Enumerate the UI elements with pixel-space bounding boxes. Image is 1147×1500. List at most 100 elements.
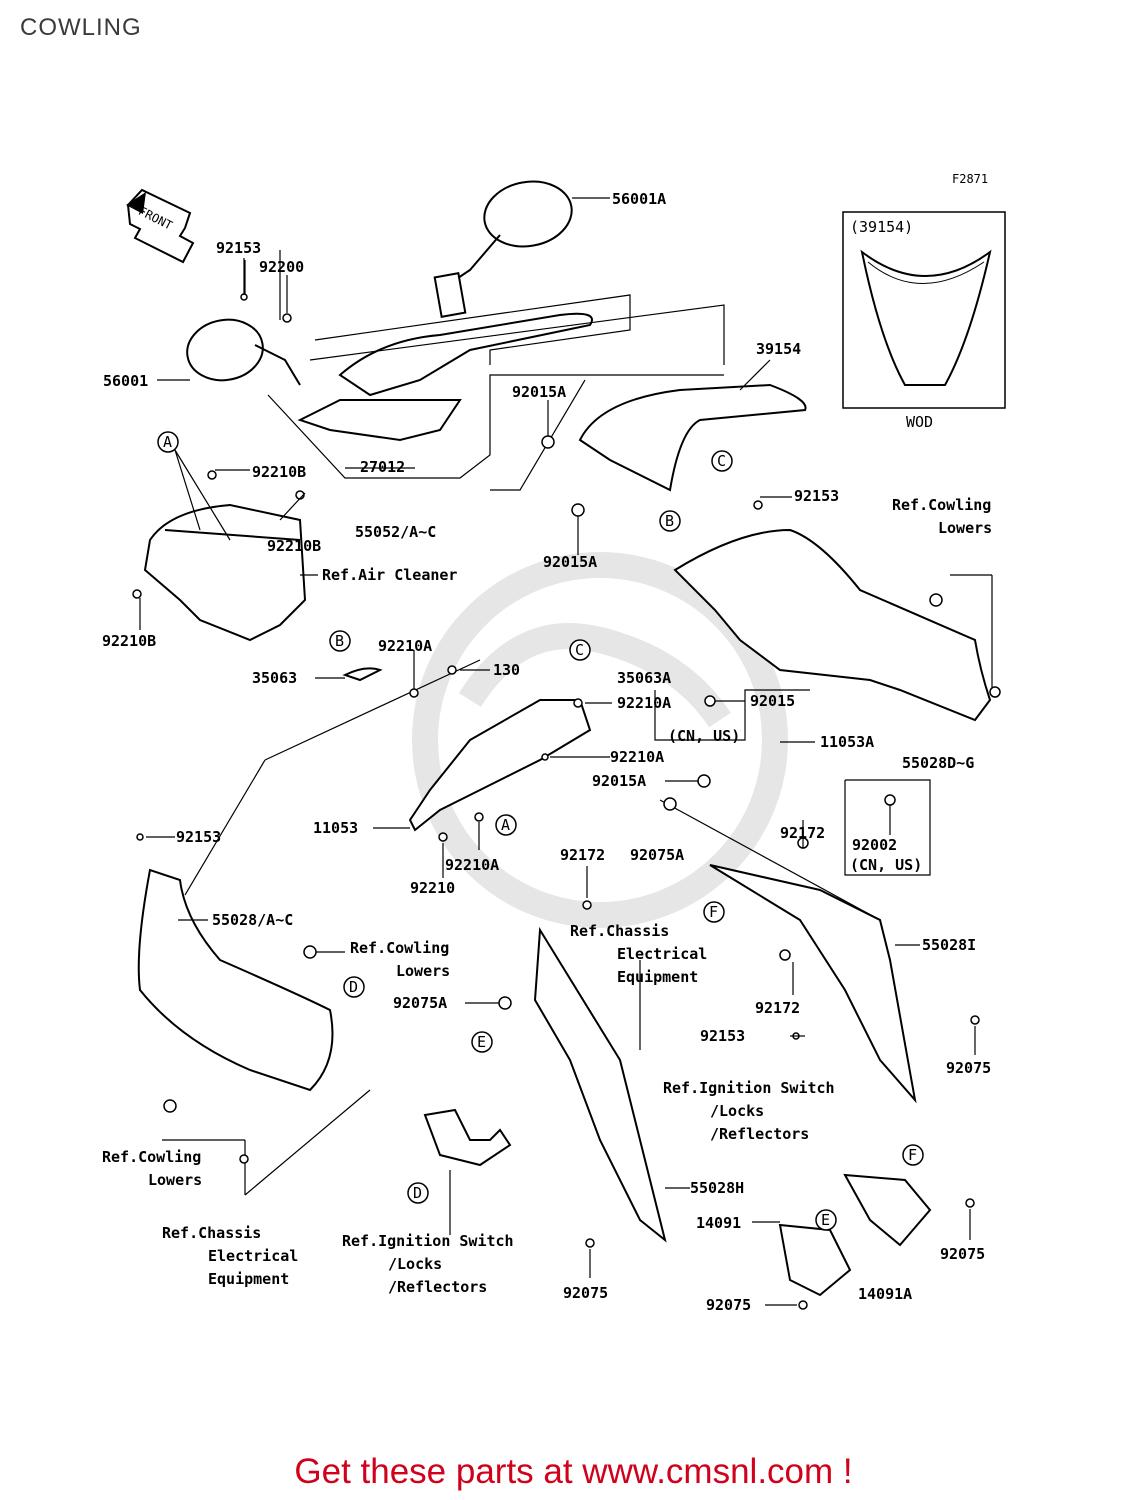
air-cleaner-cover-shape <box>143 449 307 642</box>
page-title: COWLING <box>20 14 142 41</box>
label-92172-c: 92172 <box>755 999 800 1017</box>
note-ref-cowling-lowers-1: Ref.Cowling <box>892 496 991 514</box>
callout-a-2 <box>495 814 517 836</box>
label-92210: 92210 <box>410 879 455 897</box>
label-92002: 92002 <box>852 836 897 854</box>
label-92210b-b: 92210B <box>267 537 321 555</box>
label-92015a-b: 92015A <box>543 553 597 571</box>
svg-text:C: C <box>575 641 584 659</box>
label-92210a-c: 92210A <box>610 748 664 766</box>
callout-a-1 <box>157 431 179 453</box>
svg-text:Lowers: Lowers <box>396 962 450 980</box>
label-92210a-d: 92210A <box>445 856 499 874</box>
label-56001a: 56001A <box>612 190 666 208</box>
svg-text:/Reflectors: /Reflectors <box>388 1278 487 1296</box>
mirror-right-shape <box>433 180 610 318</box>
label-92210a-a: 92210A <box>378 637 432 655</box>
label-92153-a: 92153 <box>216 239 261 257</box>
label-92210b-a: 92210B <box>252 463 306 481</box>
svg-text:B: B <box>335 632 344 650</box>
ignition-bracket-shape <box>423 1108 512 1167</box>
leader-lines <box>244 250 725 491</box>
label-92075-c: 92075 <box>940 1245 985 1263</box>
note-ref-air-cleaner: Ref.Air Cleaner <box>322 566 457 584</box>
label-55028h: 55028H <box>690 1179 744 1197</box>
svg-text:D: D <box>349 978 358 996</box>
label-92200: 92200 <box>259 258 304 276</box>
label-35063: 35063 <box>252 669 297 687</box>
label-55028-a-c: 55028/A~C <box>212 911 293 929</box>
svg-text:/Locks: /Locks <box>710 1102 764 1120</box>
cmsnl-link[interactable]: Get these parts at www.cmsnl.com ! <box>294 1452 853 1491</box>
inset-part-number: (39154) <box>850 218 913 236</box>
label-leaders <box>139 258 976 1306</box>
side-cowl-right-shape <box>659 799 917 1104</box>
svg-text:F: F <box>908 1146 917 1164</box>
note-ref-chassis-2: Ref.Chassis <box>162 1224 261 1242</box>
svg-text:/Reflectors: /Reflectors <box>710 1125 809 1143</box>
label-56001: 56001 <box>103 372 148 390</box>
svg-text:Electrical: Electrical <box>617 945 707 963</box>
callout-c-1 <box>711 450 733 472</box>
svg-text:C: C <box>717 452 726 470</box>
label-92015a-a: 92015A <box>512 383 566 401</box>
cowl-stay-shape <box>342 667 592 832</box>
label-92172-b: 92172 <box>780 824 825 842</box>
label-92153-b: 92153 <box>794 487 839 505</box>
mirror-left-shape <box>157 318 301 386</box>
label-39154: 39154 <box>756 340 801 358</box>
label-92075-b: 92075 <box>563 1284 608 1302</box>
note-ref-cowling-lowers-2: Ref.Cowling <box>350 939 449 957</box>
label-92153-c: 92153 <box>176 828 221 846</box>
label-92075-a: 92075 <box>946 1059 991 1077</box>
footer-link-banner[interactable]: Get these parts at www.cmsnl.com ! <box>0 1452 1147 1492</box>
note-ref-ignition-2: Ref.Ignition Switch <box>342 1232 514 1250</box>
label-55052: 55052/A~C <box>355 523 436 541</box>
svg-text:Equipment: Equipment <box>208 1270 289 1288</box>
note-cn-us-2: (CN, US) <box>850 856 922 874</box>
svg-text:E: E <box>821 1211 830 1229</box>
label-92210b-c: 92210B <box>102 632 156 650</box>
callout-d-1 <box>343 976 365 998</box>
fastener-icons <box>132 293 1001 1310</box>
reference-frames <box>162 574 993 1235</box>
callout-f-2 <box>902 1144 924 1166</box>
inner-cowl-shape <box>297 312 593 442</box>
front-arrow-icon: FRONT <box>126 188 195 264</box>
label-92210a-b: 92210A <box>617 694 671 712</box>
label-14091a: 14091A <box>858 1285 912 1303</box>
figure-code: F2871 <box>952 172 988 186</box>
label-92015a-c: 92015A <box>592 772 646 790</box>
label-55028i: 55028I <box>922 936 976 954</box>
callout-b-2 <box>329 630 351 652</box>
callout-c-2 <box>569 639 591 661</box>
svg-text:A: A <box>163 433 172 451</box>
label-35063a: 35063A <box>617 669 671 687</box>
svg-text:Lowers: Lowers <box>148 1171 202 1189</box>
svg-text:Lowers: Lowers <box>938 519 992 537</box>
callout-d-2 <box>407 1182 429 1204</box>
label-11053: 11053 <box>313 819 358 837</box>
windshield-inset: (39154) WOD <box>842 211 1006 431</box>
label-92153-d: 92153 <box>700 1027 745 1045</box>
callout-markers <box>157 431 924 1231</box>
bracket-14091-shape <box>778 1173 932 1297</box>
svg-text:Electrical: Electrical <box>208 1247 298 1265</box>
svg-text:/Locks: /Locks <box>388 1255 442 1273</box>
svg-text:D: D <box>413 1184 422 1202</box>
svg-text:A: A <box>501 816 510 834</box>
center-panel-shape <box>533 926 667 1243</box>
callout-e-1 <box>471 1031 493 1053</box>
svg-text:Equipment: Equipment <box>617 968 698 986</box>
note-ref-ignition-1: Ref.Ignition Switch <box>663 1079 835 1097</box>
label-55028d-g: 55028D~G <box>902 754 974 772</box>
callout-e-2 <box>815 1209 837 1231</box>
svg-text:B: B <box>665 512 674 530</box>
note-ref-chassis-1: Ref.Chassis <box>570 922 669 940</box>
svg-text:E: E <box>477 1033 486 1051</box>
callout-b-1 <box>659 510 681 532</box>
upper-cowl-shape <box>673 528 992 722</box>
label-11053a: 11053A <box>820 733 874 751</box>
label-92075-d: 92075 <box>706 1296 751 1314</box>
